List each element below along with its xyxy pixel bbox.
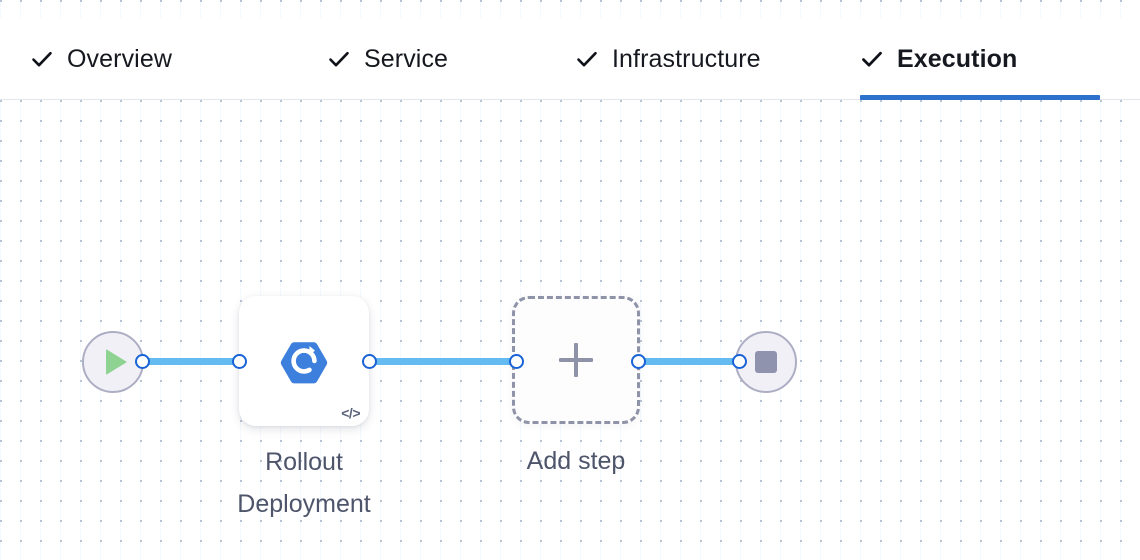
connector-handle-addstep-output[interactable] [631,354,646,369]
execution-flow-diagram: </> Rollout Deployment Add step [0,100,1140,560]
connector-handle-addstep-input[interactable] [509,354,524,369]
stop-icon [755,351,777,373]
flow-node-add-step-label: Add step [526,447,626,475]
code-icon[interactable]: </> [341,405,360,421]
tab-infrastructure[interactable]: Infrastructure [575,18,761,100]
check-icon [575,47,599,71]
connector-handle-start-output[interactable] [135,354,150,369]
rollout-deployment-icon [280,337,328,385]
tab-execution[interactable]: Execution [860,18,1100,100]
check-icon [30,47,54,71]
tab-execution-label: Execution [897,44,1018,73]
tab-service[interactable]: Service [327,18,448,100]
plus-icon [559,343,593,377]
connector-handle-rollout-output[interactable] [362,354,377,369]
flow-node-add-step[interactable] [512,296,640,424]
connector-handle-rollout-input[interactable] [232,354,247,369]
tab-infrastructure-label: Infrastructure [612,44,761,73]
edge-addstep-to-end[interactable] [634,358,742,365]
play-icon [106,349,127,375]
pipeline-stage-tabbar: Overview Service Infrastructur [0,18,1140,100]
flow-node-rollout-deployment-label: Rollout Deployment [237,448,371,518]
edge-rollout-to-addstep[interactable] [366,358,520,365]
check-icon [860,47,884,71]
tab-active-underline [860,95,1100,100]
tab-overview[interactable]: Overview [30,18,172,100]
flow-node-rollout-deployment[interactable]: </> [239,296,369,426]
check-icon [327,47,351,71]
tab-service-label: Service [364,44,449,73]
tab-overview-label: Overview [67,44,172,73]
edge-start-to-rollout[interactable] [138,358,246,365]
connector-handle-end-input[interactable] [732,354,747,369]
